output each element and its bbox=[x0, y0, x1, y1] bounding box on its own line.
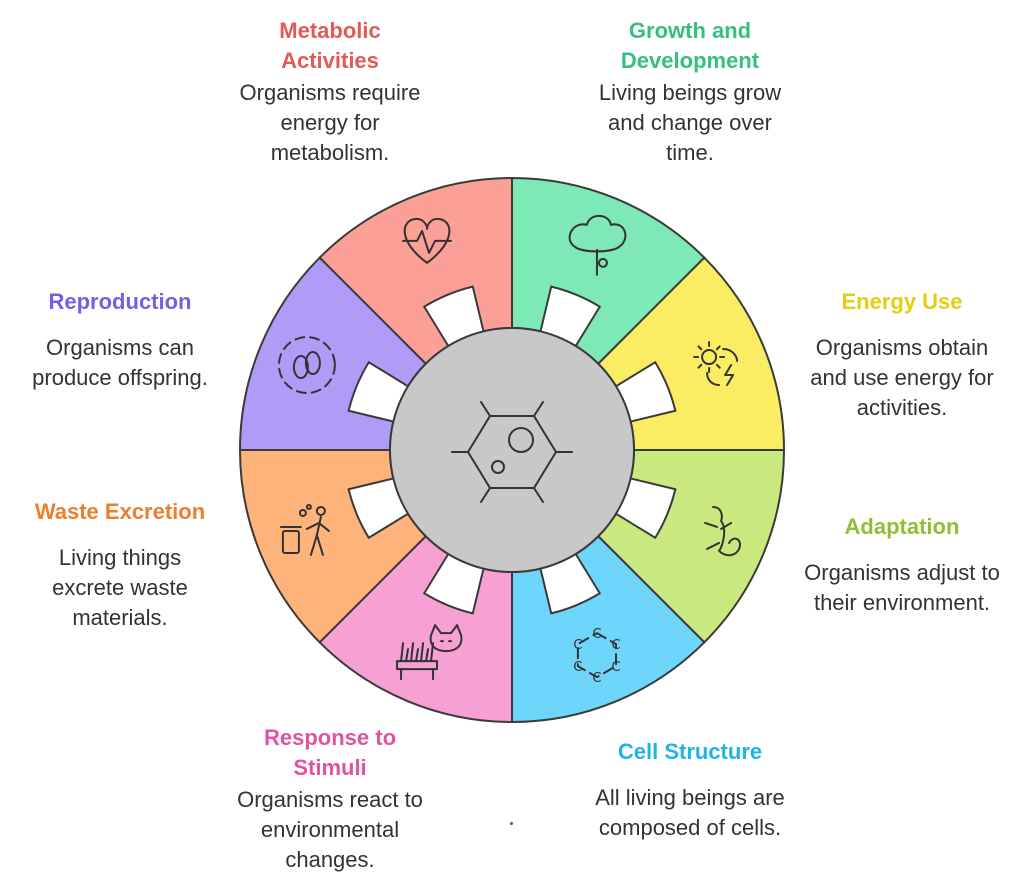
sun-lightning-icon bbox=[693, 341, 739, 387]
svg-text:C: C bbox=[611, 638, 620, 653]
label-waste: Waste Excretion Living things excrete wa… bbox=[10, 497, 230, 633]
desc-waste: Living things excrete waste materials. bbox=[52, 545, 188, 630]
desc-growth: Living beings grow and change over time. bbox=[598, 80, 782, 165]
notch-energy bbox=[611, 360, 677, 424]
title-adaptation: Adaptation bbox=[844, 514, 960, 539]
desc-reproduction: Organisms can produce offspring. bbox=[32, 335, 208, 390]
svg-text:C: C bbox=[573, 660, 582, 675]
desc-adaptation: Organisms adjust to their environment. bbox=[804, 560, 1000, 615]
desc-metabolic: Organisms require energy for metabolism. bbox=[239, 80, 421, 165]
label-energy: Energy Use Organisms obtain and use ener… bbox=[792, 287, 1012, 423]
notch-waste bbox=[347, 476, 413, 540]
notch-reproduction bbox=[347, 360, 413, 424]
notch-stimuli bbox=[422, 549, 486, 615]
notch-cell bbox=[538, 549, 602, 615]
title-metabolic: Metabolic Activities bbox=[279, 18, 381, 73]
title-growth: Growth and Development bbox=[620, 18, 760, 73]
title-waste: Waste Excretion bbox=[34, 499, 206, 524]
label-growth: Growth and Development Living beings gro… bbox=[580, 16, 800, 168]
lizard-icon bbox=[704, 505, 741, 557]
notch-metabolic bbox=[422, 285, 486, 351]
cat-cactus-icon bbox=[396, 624, 463, 681]
egg-icon bbox=[277, 336, 336, 395]
label-reproduction: Reproduction Organisms can produce offsp… bbox=[10, 287, 230, 393]
heart-pulse-icon bbox=[402, 217, 453, 264]
label-stimuli: Response to Stimuli Organisms react to e… bbox=[210, 723, 450, 875]
desc-energy: Organisms obtain and use energy for acti… bbox=[810, 335, 994, 420]
svg-text:C: C bbox=[573, 638, 582, 653]
label-adaptation: Adaptation Organisms adjust to their env… bbox=[792, 512, 1012, 618]
title-cell: Cell Structure bbox=[617, 739, 763, 764]
notch-growth bbox=[538, 285, 602, 351]
svg-text:C: C bbox=[592, 671, 601, 686]
desc-stimuli: Organisms react to environmental changes… bbox=[237, 787, 423, 872]
svg-text:C: C bbox=[611, 660, 620, 675]
stray-dot bbox=[510, 822, 513, 825]
cell-icon bbox=[451, 401, 573, 503]
desc-cell: All living beings are composed of cells. bbox=[595, 785, 785, 840]
label-metabolic: Metabolic Activities Organisms require e… bbox=[210, 16, 450, 168]
tree-icon bbox=[568, 214, 627, 276]
svg-text:C: C bbox=[592, 627, 601, 642]
trash-person-icon bbox=[279, 503, 330, 556]
center-circle bbox=[389, 327, 635, 573]
title-reproduction: Reproduction bbox=[48, 289, 192, 314]
title-stimuli: Response to Stimuli bbox=[263, 725, 397, 780]
title-energy: Energy Use bbox=[841, 289, 963, 314]
notch-adaptation bbox=[611, 476, 677, 540]
label-cell: Cell Structure All living beings are com… bbox=[580, 737, 800, 843]
